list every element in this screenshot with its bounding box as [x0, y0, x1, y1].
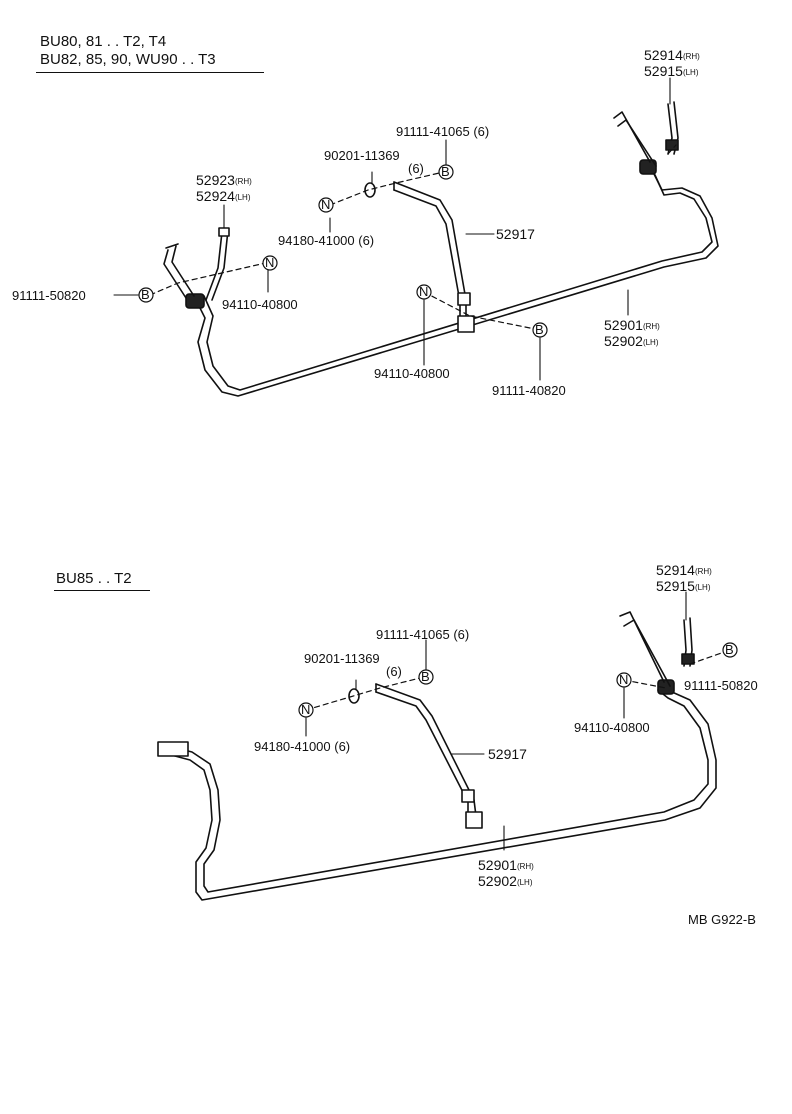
label-90201-11369: 90201-11369 — [324, 148, 400, 163]
bolt-marker — [532, 322, 548, 338]
bolt-marker-text: B — [441, 164, 450, 179]
nut-marker — [616, 672, 632, 688]
header-underline — [36, 72, 264, 73]
label-52923-rh: 52923(RH) — [196, 172, 252, 188]
label-52915-lh: 52915(LH) — [644, 63, 699, 79]
right-bushing-1 — [613, 101, 679, 175]
label-94110-40800-a: 94110-40800 — [222, 297, 298, 312]
label-94110-40800-b: 94110-40800 — [374, 366, 450, 381]
label-qty-6: (6) — [386, 664, 402, 679]
washer-90201-11369-1 — [364, 182, 376, 198]
bolt-marker-text: B — [535, 322, 544, 337]
label-91111-40820: 91111-40820 — [492, 383, 566, 398]
label-52917: 52917 — [488, 746, 527, 762]
nut-marker-text: N — [321, 197, 331, 212]
left-end-plate-2 — [157, 741, 189, 757]
model-codes-line1: BU80, 81 . . T2, T4 — [40, 33, 167, 50]
stabilizer-bar-1 — [195, 169, 719, 397]
label-91111-50820: 91111-50820 — [684, 678, 758, 693]
bolt-marker-text: B — [725, 642, 734, 657]
figure-code: MB G922-B — [688, 912, 756, 927]
nut-marker — [416, 284, 432, 300]
label-52924-lh: 52924(LH) — [196, 188, 251, 204]
label-91111-41065: 91111-41065 (6) — [376, 627, 470, 642]
bolt-marker — [418, 669, 434, 685]
label-52901-rh: 52901(RH) — [478, 857, 534, 873]
label-94180-41000: 94180-41000 (6) — [254, 739, 351, 754]
label-94110-40800: 94110-40800 — [574, 720, 650, 735]
header-underline — [54, 590, 150, 591]
label-90201-11369: 90201-11369 — [304, 651, 380, 666]
nut-marker-text: N — [301, 702, 311, 717]
label-52917: 52917 — [496, 226, 535, 242]
nut-marker — [318, 197, 334, 213]
nut-marker-text: N — [419, 284, 429, 299]
label-52901-rh: 52901(RH) — [604, 317, 660, 333]
model-codes-line1: BU85 . . T2 — [56, 570, 132, 587]
bolt-marker — [722, 642, 738, 658]
label-qty-6: (6) — [408, 161, 424, 176]
bolt-marker — [438, 164, 454, 180]
nut-marker — [298, 702, 314, 718]
section1-drawing — [113, 77, 719, 397]
stabilizer-bar-2 — [159, 685, 717, 901]
label-52902-lh: 52902(LH) — [478, 873, 533, 889]
nut-marker — [262, 255, 278, 271]
nut-marker-text: N — [619, 672, 629, 687]
stay-52917-2 — [375, 683, 483, 829]
label-94180-41000: 94180-41000 (6) — [278, 233, 375, 248]
stay-52917-1 — [393, 181, 475, 333]
label-91111-50820: 91111-50820 — [12, 288, 86, 303]
label-52915-lh: 52915(LH) — [656, 578, 711, 594]
nut-marker-text: N — [265, 255, 275, 270]
label-52914-rh: 52914(RH) — [656, 562, 712, 578]
washer-90201-11369-2 — [348, 688, 360, 704]
label-52914-rh: 52914(RH) — [644, 47, 700, 63]
section2-drawing — [157, 591, 731, 901]
label-91111-41065: 91111-41065 (6) — [396, 124, 490, 139]
bolt-marker — [138, 287, 154, 303]
model-codes-line2: BU82, 85, 90, WU90 . . T3 — [40, 51, 216, 68]
bolt-marker-text: B — [141, 287, 150, 302]
right-bushing-2 — [619, 611, 695, 695]
label-52902-lh: 52902(LH) — [604, 333, 659, 349]
bolt-marker-text: B — [421, 669, 430, 684]
